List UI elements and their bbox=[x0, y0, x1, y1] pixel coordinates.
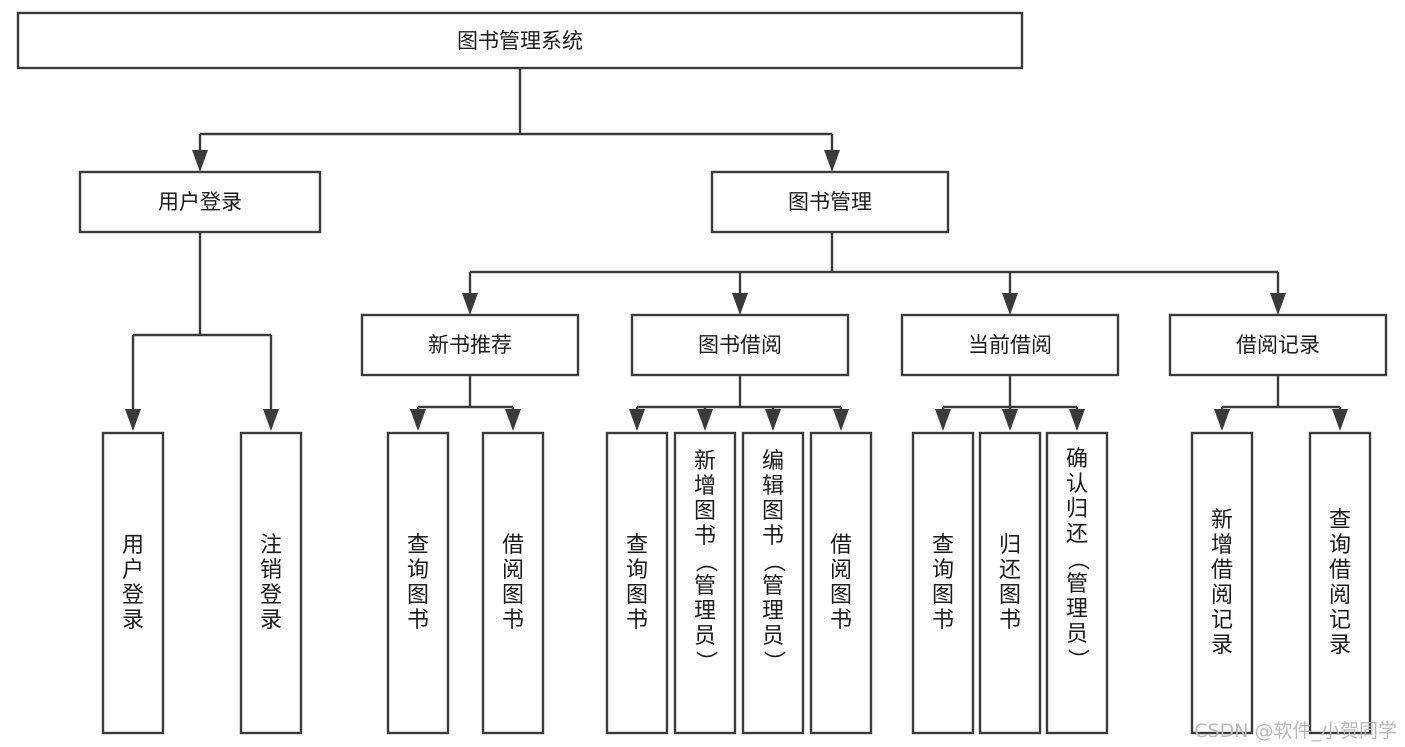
leaf-box-br-add-record[interactable] bbox=[1190, 431, 1254, 735]
leaf-box-bb-add-book[interactable] bbox=[673, 431, 737, 735]
node-borrow-record[interactable]: 借阅记录 bbox=[1168, 313, 1388, 377]
node-root-book-management-system[interactable]: 图书管理系统 bbox=[16, 11, 1024, 70]
node-book-borrow[interactable]: 图书借阅 bbox=[630, 313, 850, 377]
connector-borrowrecord-to-leaves bbox=[1214, 375, 1348, 431]
leaf-box-cb-return-book[interactable] bbox=[978, 431, 1042, 735]
leaf-box-bb-edit-book[interactable] bbox=[741, 431, 805, 735]
leaf-box-logout-login[interactable] bbox=[239, 431, 303, 735]
connector-userlogin-to-leaves bbox=[125, 232, 279, 431]
leaf-box-bb-borrow-book[interactable] bbox=[809, 431, 873, 735]
node-book-management-label: 图书管理 bbox=[788, 190, 872, 214]
node-book-borrow-label: 图书借阅 bbox=[698, 333, 782, 357]
node-new-book-recommend[interactable]: 新书推荐 bbox=[360, 313, 580, 377]
leaf-box-br-query-record[interactable] bbox=[1308, 431, 1372, 735]
node-current-borrow-label: 当前借阅 bbox=[968, 333, 1052, 357]
node-current-borrow[interactable]: 当前借阅 bbox=[900, 313, 1120, 377]
leaf-box-user-login[interactable] bbox=[101, 431, 165, 735]
leaf-box-nb-borrow-book[interactable] bbox=[481, 431, 545, 735]
node-user-login[interactable]: 用户登录 bbox=[78, 170, 322, 234]
connector-newbook-to-leaves bbox=[410, 375, 521, 431]
leaf-box-nb-query-book[interactable] bbox=[386, 431, 450, 735]
connector-root-to-level1 bbox=[192, 68, 840, 172]
node-root-label: 图书管理系统 bbox=[457, 29, 583, 53]
connector-currentborrow-to-leaves bbox=[935, 375, 1085, 431]
node-new-book-recommend-label: 新书推荐 bbox=[428, 333, 512, 357]
node-user-login-label: 用户登录 bbox=[158, 190, 242, 214]
connector-bookmgmt-to-level2 bbox=[462, 232, 1286, 315]
leaf-box-cb-query-book[interactable] bbox=[911, 431, 975, 735]
leaf-box-bb-query-book[interactable] bbox=[605, 431, 669, 735]
node-borrow-record-label: 借阅记录 bbox=[1236, 333, 1320, 357]
watermark-text: CSDN @软件_小贺同学 bbox=[1194, 720, 1397, 742]
node-book-management[interactable]: 图书管理 bbox=[710, 170, 950, 234]
leaf-box-cb-confirm-ret[interactable] bbox=[1045, 431, 1109, 735]
connector-bookborrow-to-leaves bbox=[629, 375, 849, 431]
